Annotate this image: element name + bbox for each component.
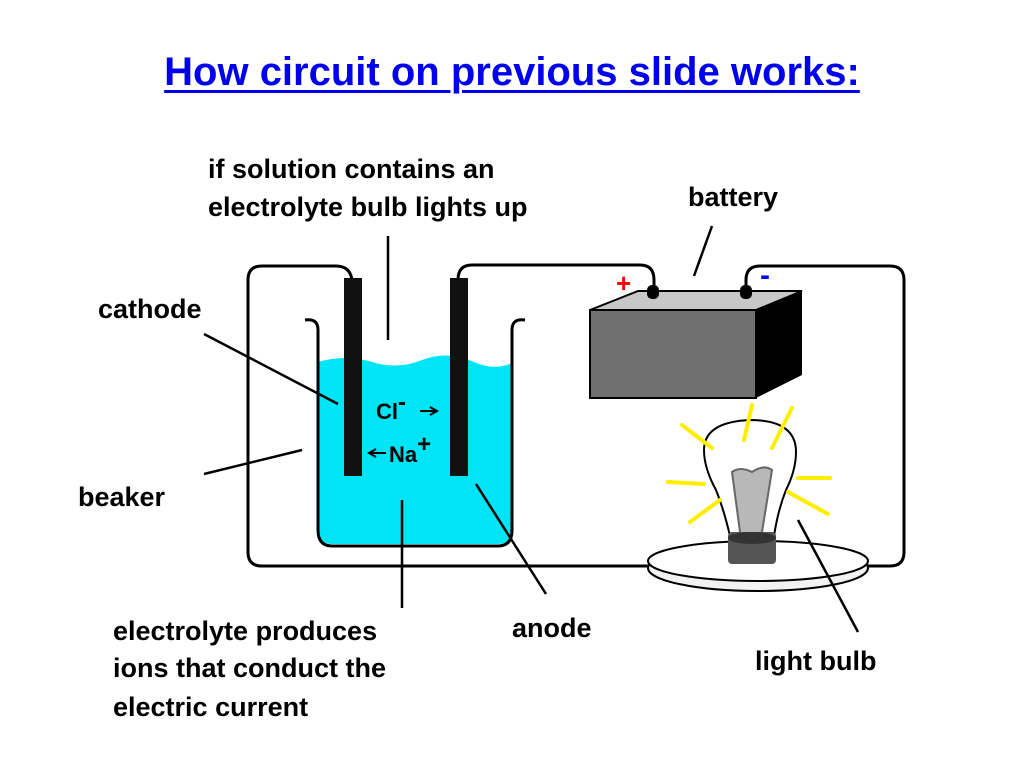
electrolyte-label-line2: ions that conduct the: [113, 653, 386, 683]
cathode-pointer: [203, 332, 339, 406]
battery-side: [756, 291, 802, 398]
light-bulb-pointer: [796, 519, 860, 633]
battery-label: battery: [688, 182, 778, 212]
electrolyte-label-line1: electrolyte produces: [113, 616, 377, 646]
battery-front: [589, 309, 757, 399]
anode-label: anode: [512, 613, 592, 643]
positive-terminal-sign: +: [616, 268, 631, 298]
circuit-wire: [246, 263, 906, 568]
light-rays: [666, 403, 832, 524]
beaker-pointer: [203, 448, 303, 476]
anode-pointer: [474, 483, 548, 595]
chloride-arrow: [420, 406, 440, 416]
sodium-ion-label: Na+: [389, 431, 431, 467]
pointer-lines: [203, 225, 860, 633]
solution-label-line2: electrolyte bulb lights up: [208, 192, 528, 222]
battery-positive-terminal: [647, 285, 659, 299]
cathode-label: cathode: [98, 294, 202, 324]
solution-label-line1: if solution contains an: [208, 154, 495, 184]
negative-terminal-sign: -: [760, 259, 770, 292]
cathode-electrode: [344, 278, 362, 476]
slide-title: How circuit on previous slide works:: [164, 50, 860, 94]
battery-negative-terminal: [740, 285, 752, 299]
beaker-label: beaker: [78, 482, 166, 512]
chloride-ion-label: Cl-: [376, 389, 406, 424]
anode-electrode: [450, 278, 468, 476]
bulb-screw-cap-top: [728, 532, 776, 544]
beaker: [304, 318, 526, 548]
battery-pointer: [692, 225, 714, 277]
sodium-arrow: [366, 448, 386, 458]
bulb-filament: [730, 466, 774, 533]
light-bulb-label: light bulb: [755, 646, 876, 676]
electrolyte-label-line3: electric current: [113, 692, 308, 722]
